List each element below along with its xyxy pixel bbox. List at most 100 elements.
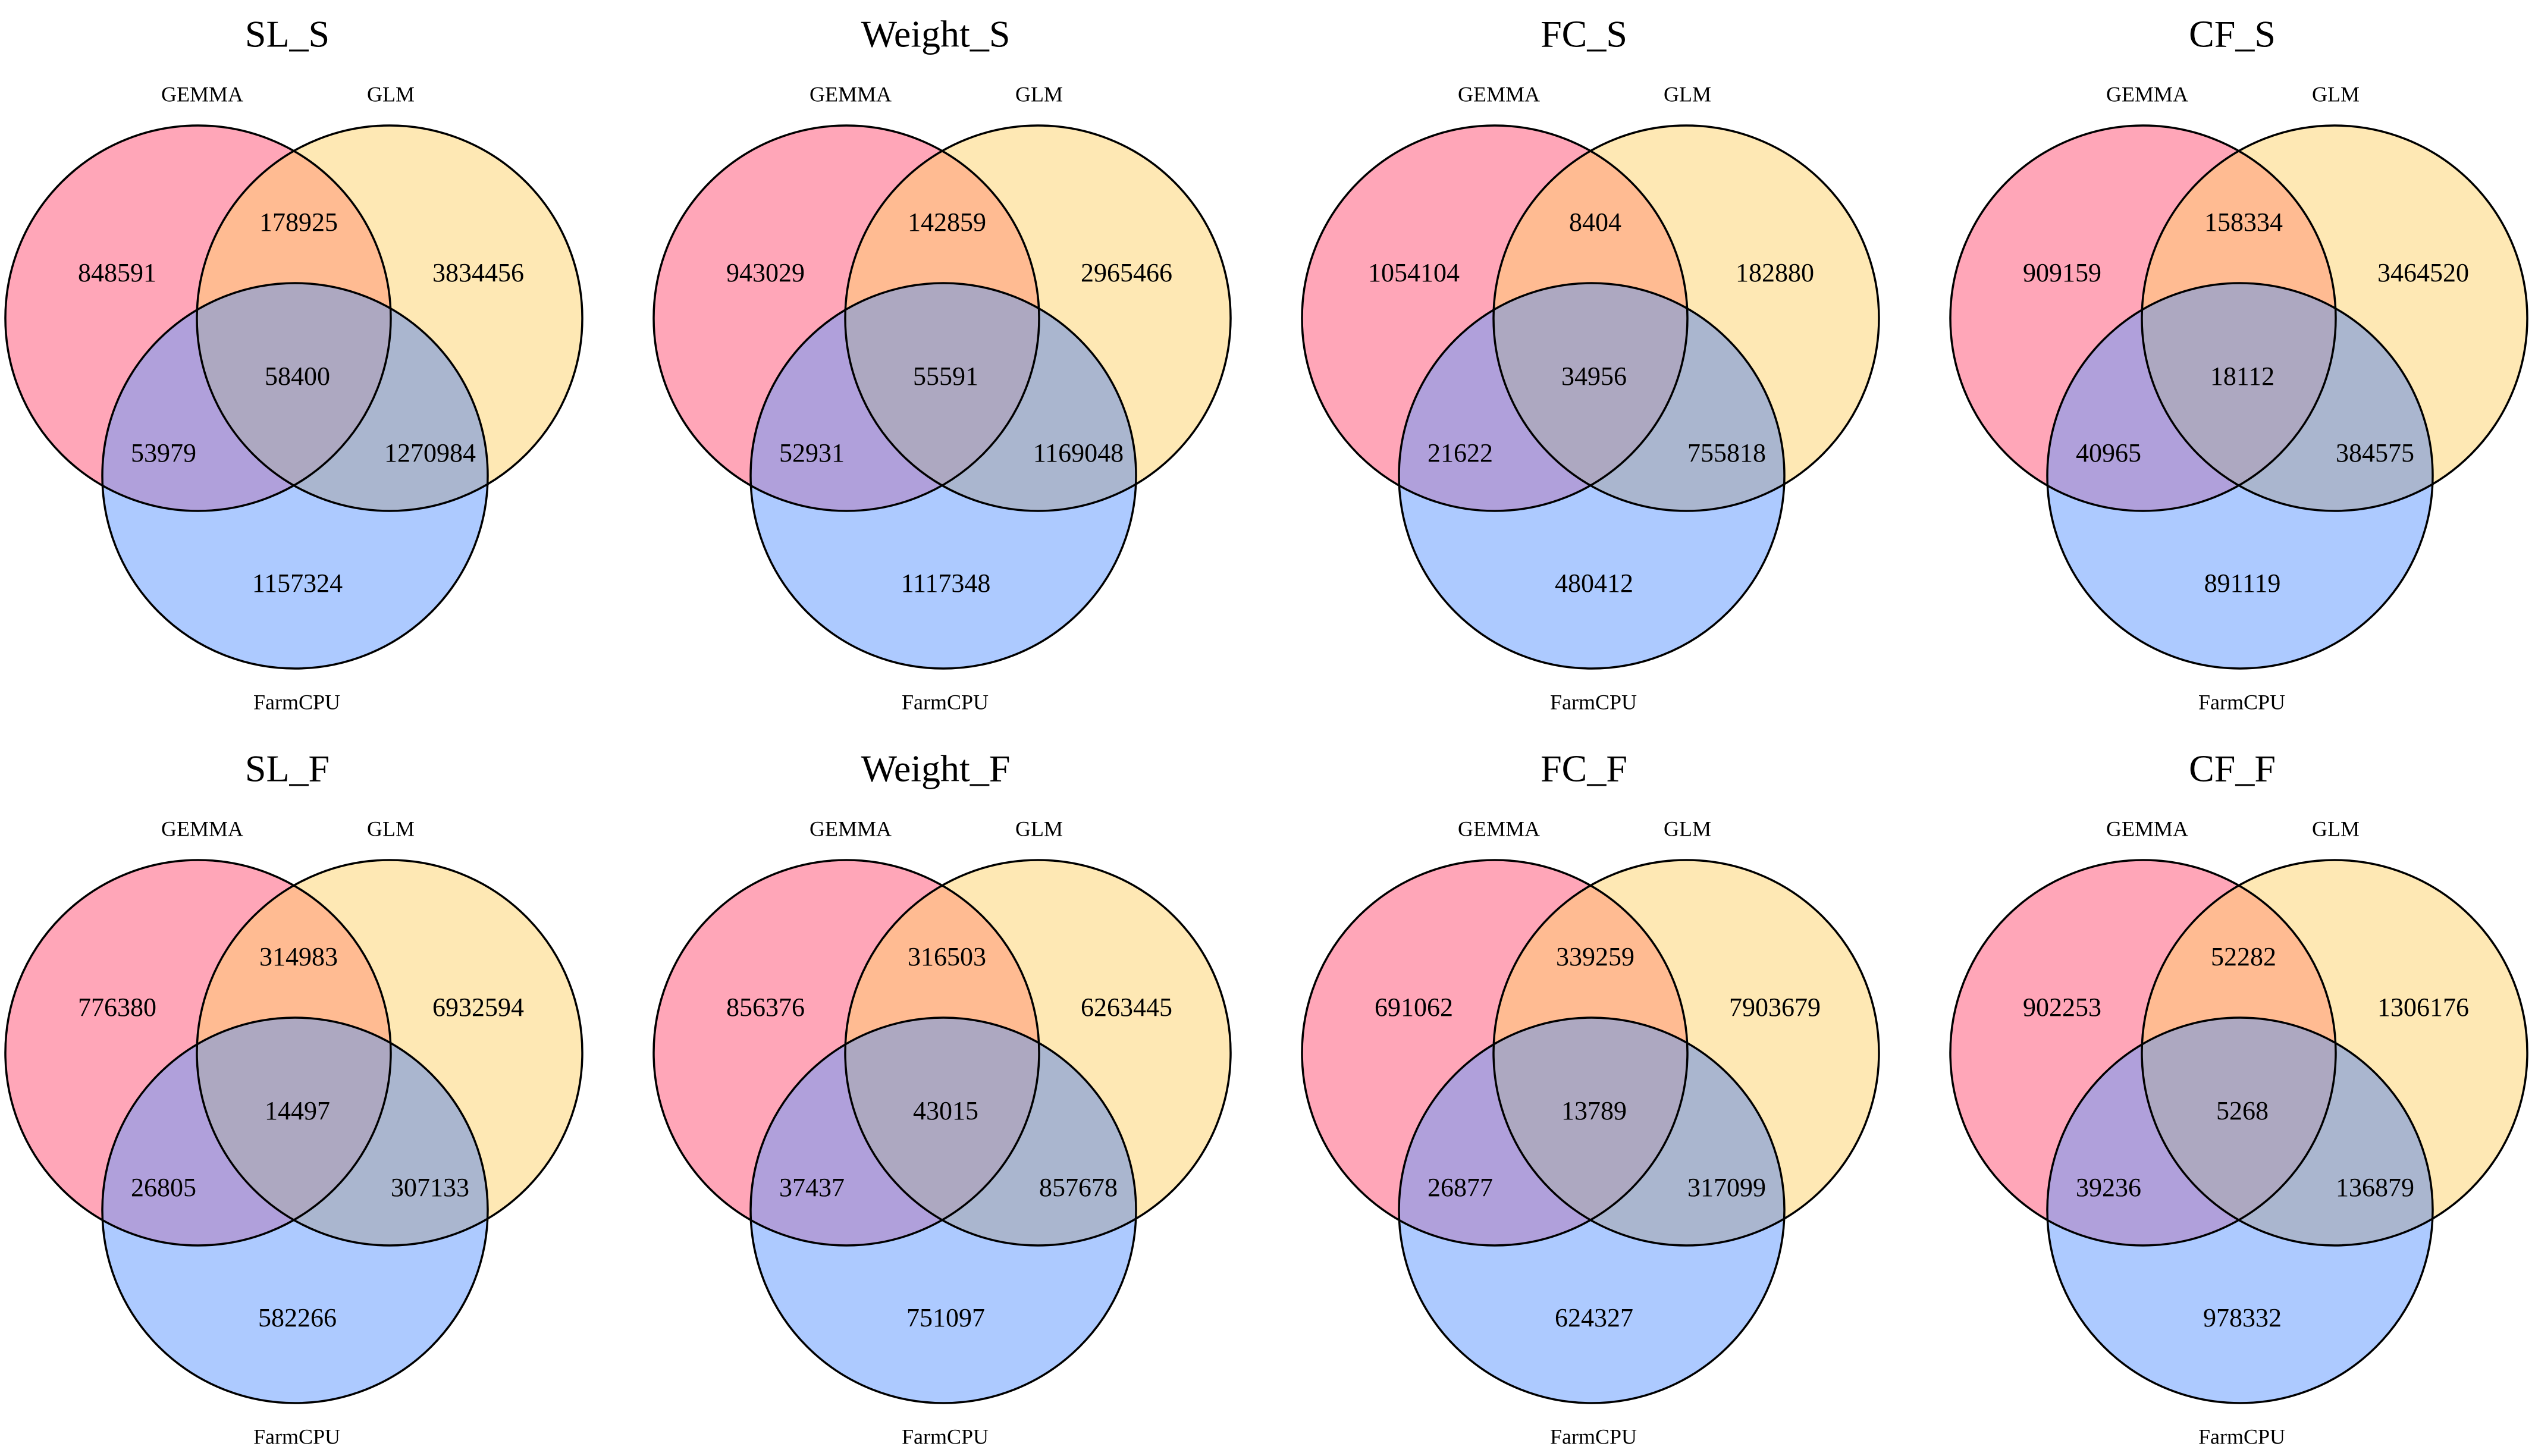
farmcpu-outline (2046, 1016, 2434, 1404)
count-gemma-glm: 339259 (1556, 942, 1634, 971)
count-gemma-only: 848591 (78, 258, 156, 287)
glm-outline (844, 859, 1232, 1247)
glm-outline (1492, 124, 1880, 512)
count-glm-farmcpu: 307133 (391, 1173, 469, 1202)
panel-title: SL_F (245, 748, 330, 790)
count-glm-farmcpu: 857678 (1039, 1173, 1118, 1202)
farmcpu-outline (749, 282, 1137, 670)
gemma-outline (4, 124, 392, 512)
count-all-three: 43015 (913, 1096, 978, 1125)
glm-label: GLM (367, 817, 415, 840)
count-glm-only: 182880 (1736, 258, 1814, 287)
count-all-three: 5268 (2216, 1096, 2269, 1125)
gemma-outline (1301, 859, 1689, 1247)
farmcpu-label: FarmCPU (253, 1424, 340, 1448)
gemma-label: GEMMA (161, 817, 243, 840)
count-glm-farmcpu: 136879 (2336, 1173, 2414, 1202)
glm-label: GLM (1015, 82, 1063, 106)
glm-outline (2141, 124, 2528, 512)
count-glm-farmcpu: 1169048 (1033, 438, 1124, 467)
count-gemma-glm: 314983 (259, 942, 338, 971)
count-gemma-glm: 142859 (908, 208, 986, 237)
glm-outline (2141, 859, 2528, 1247)
count-gemma-glm: 178925 (259, 208, 338, 237)
gemma-label: GEMMA (1458, 817, 1540, 840)
farmcpu-outline (101, 282, 489, 670)
farmcpu-outline (749, 1016, 1137, 1404)
farmcpu-outline (101, 1016, 489, 1404)
panel-title: FC_F (1541, 748, 1627, 790)
count-farmcpu-only: 1117348 (901, 569, 991, 598)
count-glm-only: 2965466 (1081, 258, 1172, 287)
glm-label: GLM (367, 82, 415, 106)
count-gemma-glm: 316503 (908, 942, 986, 971)
count-gemma-farmcpu: 26877 (1427, 1173, 1493, 1202)
count-glm-farmcpu: 317099 (1687, 1173, 1766, 1202)
count-gemma-only: 691062 (1375, 993, 1453, 1022)
farmcpu-label: FarmCPU (2198, 690, 2285, 714)
count-gemma-only: 943029 (726, 258, 805, 287)
gemma-label: GEMMA (810, 817, 892, 840)
farmcpu-label: FarmCPU (2198, 1424, 2285, 1448)
count-farmcpu-only: 1157324 (252, 569, 343, 598)
gemma-outline (4, 859, 392, 1247)
count-glm-only: 6263445 (1081, 993, 1172, 1022)
farmcpu-label: FarmCPU (902, 690, 989, 714)
count-all-three: 58400 (265, 362, 330, 391)
count-all-three: 14497 (265, 1096, 330, 1125)
count-all-three: 55591 (913, 362, 978, 391)
glm-outline (196, 124, 583, 512)
count-farmcpu-only: 624327 (1555, 1303, 1633, 1332)
panel-title: CF_S (2189, 13, 2276, 55)
count-glm-only: 7903679 (1729, 993, 1821, 1022)
panel-title: Weight_S (861, 13, 1011, 55)
count-gemma-glm: 158334 (2204, 208, 2283, 237)
count-gemma-only: 902253 (2023, 993, 2101, 1022)
gemma-outline (1949, 124, 2337, 512)
count-gemma-only: 776380 (78, 993, 156, 1022)
venn-panel: FC_F GEMMA GLM FarmCPU 691062 7903679 339259 13… (1301, 748, 1880, 1448)
gemma-outline (652, 859, 1040, 1247)
glm-outline (844, 124, 1232, 512)
count-all-three: 18112 (2210, 362, 2274, 391)
gemma-outline (652, 124, 1040, 512)
count-glm-only: 3464520 (2377, 258, 2469, 287)
farmcpu-label: FarmCPU (1550, 1424, 1637, 1448)
gemma-label: GEMMA (2106, 82, 2188, 106)
gemma-label: GEMMA (1458, 82, 1540, 106)
panel-title: SL_S (245, 13, 330, 55)
count-all-three: 34956 (1561, 362, 1627, 391)
glm-outline (196, 859, 583, 1247)
farmcpu-label: FarmCPU (1550, 690, 1637, 714)
gemma-label: GEMMA (2106, 817, 2188, 840)
count-glm-only: 3834456 (432, 258, 524, 287)
farmcpu-outline (1398, 1016, 1786, 1404)
panel-title: Weight_F (861, 748, 1011, 790)
count-glm-farmcpu: 755818 (1687, 438, 1766, 467)
count-all-three: 13789 (1561, 1096, 1627, 1125)
glm-label: GLM (1664, 817, 1711, 840)
glm-label: GLM (2312, 82, 2360, 106)
count-gemma-farmcpu: 53979 (131, 438, 196, 467)
count-farmcpu-only: 480412 (1555, 569, 1633, 598)
panel-title: FC_S (1541, 13, 1627, 55)
count-gemma-glm: 52282 (2211, 942, 2276, 971)
count-farmcpu-only: 891119 (2204, 569, 2281, 598)
count-glm-only: 6932594 (432, 993, 524, 1022)
count-glm-only: 1306176 (2377, 993, 2469, 1022)
count-farmcpu-only: 978332 (2203, 1303, 2282, 1332)
farmcpu-outline (1398, 282, 1786, 670)
count-gemma-only: 856376 (726, 993, 805, 1022)
gemma-outline (1301, 124, 1689, 512)
gemma-label: GEMMA (161, 82, 243, 106)
count-farmcpu-only: 751097 (906, 1303, 985, 1332)
count-gemma-glm: 8404 (1569, 208, 1621, 237)
farmcpu-label: FarmCPU (253, 690, 340, 714)
count-gemma-farmcpu: 52931 (779, 438, 845, 467)
